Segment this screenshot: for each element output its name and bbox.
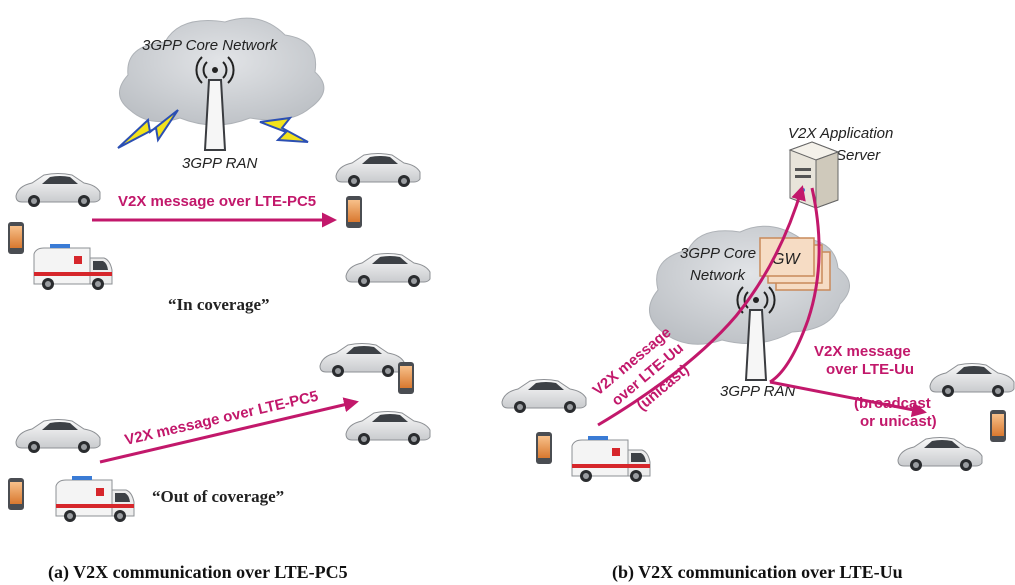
phone-icon: [8, 222, 24, 254]
phone-icon: [346, 196, 362, 228]
in-coverage-label: “In coverage”: [168, 295, 270, 314]
phone-icon: [536, 432, 552, 464]
core-network-label-line1: 3GPP Core: [680, 245, 756, 262]
caption-a: (a) V2X communication over LTE-PC5: [48, 562, 348, 583]
server-downlink-line: [769, 187, 821, 384]
uplink-arrow: [597, 185, 806, 427]
car-icon: [15, 173, 101, 208]
application-server-icon: [788, 141, 840, 209]
panel-b: V2X Application Server 3GPP Core Network…: [501, 125, 1015, 583]
lightning-right-icon: [259, 116, 309, 143]
phone-icon: [990, 410, 1006, 442]
car-icon: [319, 343, 405, 378]
gateway-label: GW: [772, 251, 801, 268]
out-coverage-label: “Out of coverage”: [152, 487, 284, 506]
car-icon: [15, 419, 101, 454]
downlink-label-4: or unicast): [860, 413, 937, 430]
caption-b: (b) V2X communication over LTE-Uu: [612, 562, 903, 583]
ambulance-icon: [55, 475, 135, 523]
downlink-arrow: [769, 380, 927, 418]
car-icon: [897, 437, 983, 472]
server-label-line2: Server: [836, 147, 881, 164]
panel-a: 3GPP Core Network 3GPP RAN V2X message o…: [8, 17, 431, 583]
phone-icon: [398, 362, 414, 394]
core-network-label-line2: Network: [690, 267, 747, 284]
server-label-line1: V2X Application: [788, 125, 893, 142]
downlink-label-1: V2X message: [814, 343, 911, 360]
car-icon: [501, 379, 587, 414]
downlink-label-2: over LTE-Uu: [826, 361, 914, 378]
pc5-message-in: V2X message over LTE-PC5: [118, 193, 316, 210]
car-icon: [335, 153, 421, 188]
ambulance-icon: [571, 435, 651, 483]
pc5-arrow-out: [99, 397, 359, 464]
car-icon: [345, 253, 431, 288]
ran-label: 3GPP RAN: [182, 155, 257, 172]
ambulance-icon: [33, 243, 113, 291]
ran-label-right: 3GPP RAN: [720, 383, 795, 400]
car-icon: [929, 363, 1015, 398]
downlink-label-3: (broadcast: [854, 395, 931, 412]
core-network-label: 3GPP Core Network: [142, 37, 279, 54]
phone-icon: [8, 478, 24, 510]
car-icon: [345, 411, 431, 446]
lightning-left-icon: [117, 109, 179, 149]
